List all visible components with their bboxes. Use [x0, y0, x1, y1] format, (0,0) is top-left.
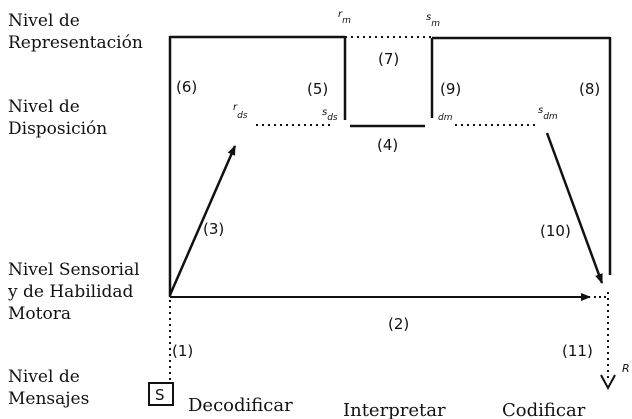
- edge-11-arrowhead: [600, 374, 616, 391]
- edge-label-2: (2): [388, 315, 409, 333]
- label-codificar: Codificar: [502, 400, 586, 419]
- receiver-label: R: [622, 362, 630, 375]
- level-messages-line1: Nivel de: [8, 367, 80, 387]
- edge-label-11: (11): [562, 342, 593, 360]
- node-rds: rds: [233, 102, 248, 121]
- edge-label-3: (3): [203, 220, 224, 238]
- edge-label-5: (5): [307, 80, 328, 98]
- level-representation: Nivel de Representación: [8, 10, 143, 54]
- level-disposition-line1: Nivel de: [8, 97, 80, 117]
- node-sm: sm: [426, 12, 440, 29]
- edge-label-6: (6): [176, 78, 197, 96]
- level-representation-line1: Nivel de: [8, 11, 80, 31]
- level-representation-line2: Representación: [8, 33, 143, 53]
- source-box-label: S: [155, 386, 165, 404]
- node-sdm: sdm: [538, 105, 558, 122]
- label-decodificar: Decodificar: [188, 395, 293, 416]
- level-sensorial-line2: y de Habilidad: [8, 282, 134, 302]
- edge-label-9: (9): [440, 80, 461, 98]
- edge-label-7: (7): [378, 50, 399, 68]
- node-rdm: dm: [438, 113, 453, 123]
- edge-label-1: (1): [172, 342, 193, 360]
- label-interpretar: Interpretar: [343, 400, 446, 419]
- edge-3-arrow: [168, 145, 237, 296]
- level-sensorial-line1: Nivel Sensorial: [8, 260, 140, 280]
- level-messages-line2: Mensajes: [8, 389, 90, 409]
- edge-label-8: (8): [579, 80, 600, 98]
- level-sensorial: Nivel Sensorial y de Habilidad Motora: [8, 259, 140, 325]
- level-disposition-line2: Disposición: [8, 119, 108, 139]
- edge-label-10: (10): [540, 222, 571, 240]
- level-sensorial-line3: Motora: [8, 304, 71, 324]
- source-box: [148, 382, 174, 406]
- node-rm: rm: [338, 9, 351, 26]
- node-sds: sds: [322, 107, 338, 123]
- level-disposition: Nivel de Disposición: [8, 96, 107, 140]
- edge-10-arrow: [545, 132, 604, 284]
- edge-label-4: (4): [377, 136, 398, 154]
- level-messages: Nivel de Mensajes: [8, 366, 89, 410]
